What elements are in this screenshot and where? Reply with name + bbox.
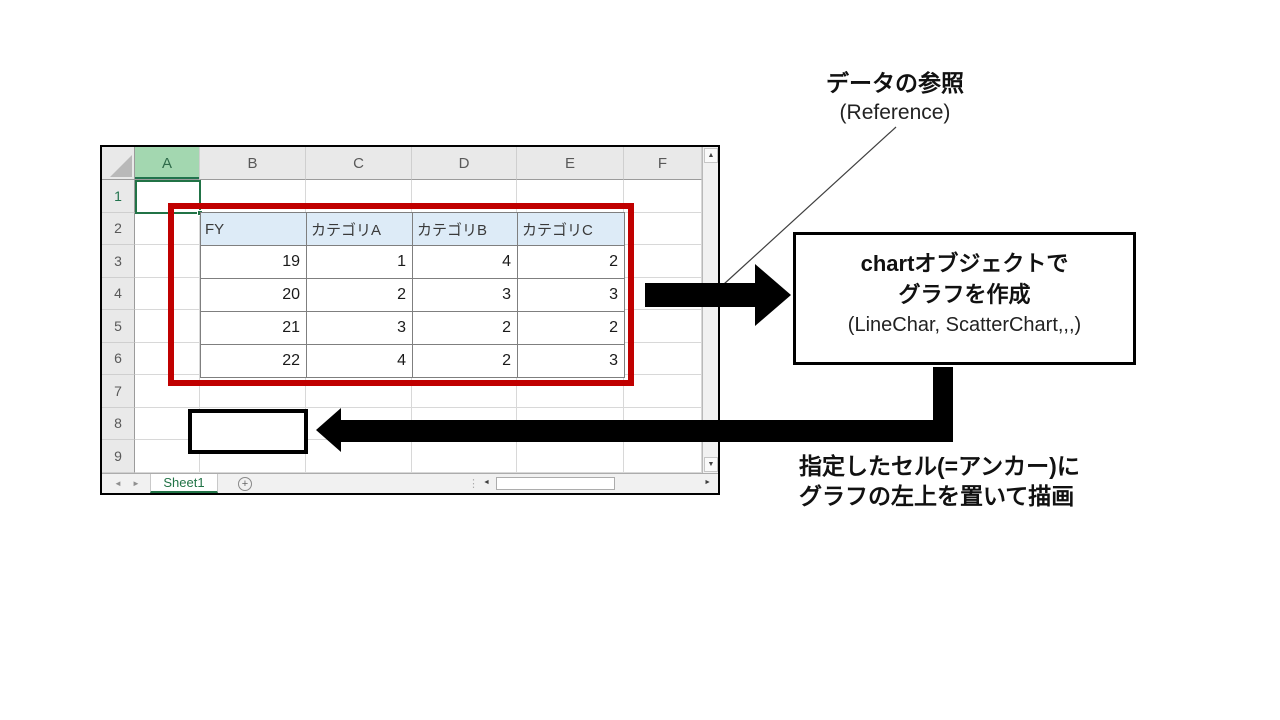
select-all-corner[interactable] bbox=[102, 147, 135, 180]
hscroll-left-icon[interactable]: ◄ bbox=[483, 479, 490, 486]
grid-cell[interactable] bbox=[135, 245, 200, 278]
grid-cell[interactable] bbox=[517, 407, 624, 440]
grid-cell[interactable] bbox=[412, 440, 517, 473]
chart-box-line1: chartオブジェクトで bbox=[860, 251, 1069, 276]
chart-object-box: chartオブジェクトで グラフを作成 (LineChar, ScatterCh… bbox=[793, 232, 1136, 365]
grid-cell[interactable] bbox=[624, 440, 702, 473]
grid-cell[interactable] bbox=[306, 440, 412, 473]
column-header-b[interactable]: B bbox=[200, 147, 306, 180]
row-header-7[interactable]: 7 bbox=[102, 375, 135, 408]
grid-cell[interactable] bbox=[517, 440, 624, 473]
reference-title: データの参照 bbox=[826, 70, 964, 96]
tab-nav-right-icon[interactable]: ► bbox=[132, 479, 140, 488]
row-header-4[interactable]: 4 bbox=[102, 277, 135, 310]
excel-window: A B C D E F 1 2 3 4 5 6 7 8 9 bbox=[100, 145, 720, 495]
row-header-8[interactable]: 8 bbox=[102, 407, 135, 440]
sheet-tab-bar: ◄ ► Sheet1 + ⋮ ◄ ► bbox=[102, 473, 718, 493]
anchor-note-line2: グラフの左上を置いて描画 bbox=[799, 483, 1075, 509]
grid-cell[interactable] bbox=[624, 245, 702, 278]
add-sheet-icon[interactable]: + bbox=[238, 477, 252, 491]
hscroll-right-icon[interactable]: ► bbox=[704, 479, 711, 486]
grid-cell[interactable] bbox=[624, 277, 702, 310]
row-header-5[interactable]: 5 bbox=[102, 310, 135, 343]
select-all-triangle-icon bbox=[110, 155, 132, 177]
column-header-e[interactable]: E bbox=[517, 147, 624, 180]
table-header-cell[interactable]: カテゴリC bbox=[517, 212, 625, 246]
column-header-c[interactable]: C bbox=[306, 147, 412, 180]
reference-annotation: データの参照 (Reference) bbox=[785, 64, 1005, 125]
row-header-9[interactable]: 9 bbox=[102, 440, 135, 473]
row-header-2[interactable]: 2 bbox=[102, 212, 135, 245]
grid-cell[interactable] bbox=[624, 342, 702, 375]
grid-cell[interactable] bbox=[624, 180, 702, 213]
table-cell[interactable]: 20 bbox=[200, 278, 307, 312]
column-header-a[interactable]: A bbox=[135, 147, 200, 180]
vertical-scrollbar[interactable]: ▲ ▼ bbox=[702, 147, 718, 473]
scroll-down-icon[interactable]: ▼ bbox=[704, 457, 718, 472]
sheet-tab-sheet1[interactable]: Sheet1 bbox=[150, 474, 218, 493]
anchor-annotation: 指定したセル(=アンカー)に グラフの左上を置いて描画 bbox=[799, 451, 1080, 511]
row-header-3[interactable]: 3 bbox=[102, 245, 135, 278]
reference-range-outline bbox=[168, 203, 634, 386]
grid-cell[interactable] bbox=[624, 375, 702, 408]
table-cell[interactable]: 2 bbox=[306, 278, 413, 312]
hscroll-thumb[interactable] bbox=[496, 477, 615, 490]
table-cell[interactable]: 1 bbox=[306, 245, 413, 279]
row-header-1[interactable]: 1 bbox=[102, 180, 135, 213]
chart-box-line2: グラフを作成 bbox=[898, 282, 1031, 307]
grid-cell[interactable] bbox=[624, 212, 702, 245]
scroll-up-icon[interactable]: ▲ bbox=[704, 148, 718, 163]
grid-cell[interactable] bbox=[624, 310, 702, 343]
anchor-note-line1: 指定したセル(=アンカー)に bbox=[799, 453, 1080, 479]
grid-cell[interactable] bbox=[135, 342, 200, 375]
table-header-cell[interactable]: カテゴリA bbox=[306, 212, 413, 246]
anchor-cell-box bbox=[188, 409, 308, 454]
reference-subtitle: (Reference) bbox=[839, 101, 951, 124]
table-cell[interactable]: 21 bbox=[200, 311, 307, 345]
table-cell[interactable]: 19 bbox=[200, 245, 307, 279]
grid-cell[interactable] bbox=[135, 310, 200, 343]
grid-cell[interactable] bbox=[624, 407, 702, 440]
column-header-f[interactable]: F bbox=[624, 147, 702, 180]
column-header-d[interactable]: D bbox=[412, 147, 517, 180]
grid-cell[interactable] bbox=[306, 407, 412, 440]
row-header-6[interactable]: 6 bbox=[102, 342, 135, 375]
grid-cell[interactable] bbox=[412, 407, 517, 440]
tab-scroll-dots-icon[interactable]: ⋮ bbox=[468, 478, 479, 490]
table-cell[interactable]: 3 bbox=[306, 311, 413, 345]
table-header-cell[interactable]: カテゴリB bbox=[412, 212, 518, 246]
table-header-cell[interactable]: FY bbox=[200, 212, 307, 246]
grid-cell[interactable] bbox=[135, 277, 200, 310]
table-cell[interactable]: 22 bbox=[200, 344, 307, 378]
tab-nav-left-icon[interactable]: ◄ bbox=[114, 479, 122, 488]
chart-box-line3: (LineChar, ScatterChart,,,) bbox=[847, 314, 1082, 336]
table-cell[interactable]: 3 bbox=[517, 278, 625, 312]
grid-cell[interactable] bbox=[135, 212, 200, 245]
